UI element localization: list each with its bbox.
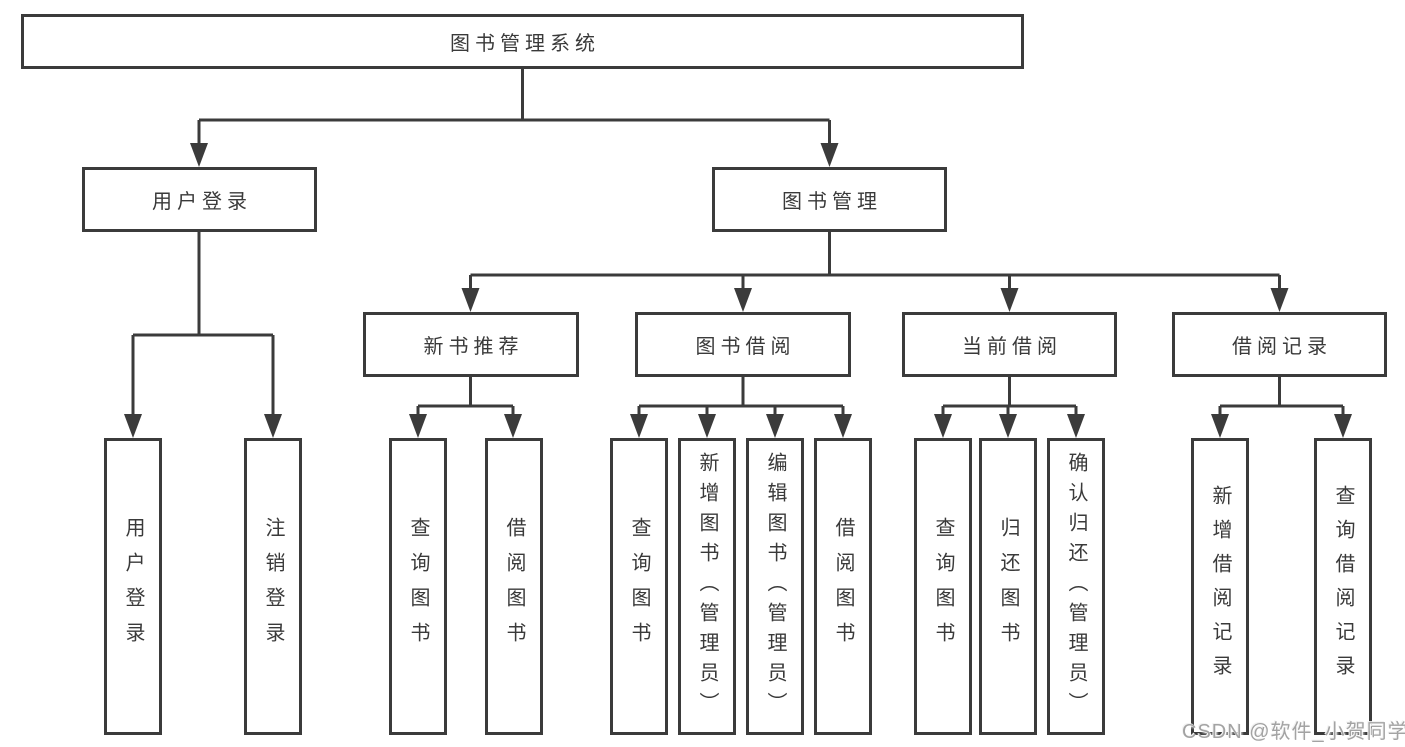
node-book-management-label: 图书管理 [782,191,882,213]
leaf-recommend-borrow-books: 借阅图书 [485,438,543,735]
node-root-label: 图书管理系统 [450,33,600,55]
leaf-current-query-books-label: 查询图书 [932,516,954,657]
leaf-logout-label: 注销登录 [262,516,284,657]
node-current-borrowing-label: 当前借阅 [962,336,1062,358]
node-new-book-recommend: 新书推荐 [363,312,579,377]
leaf-confirm-return-admin-label: 确认归还（管理员） [1065,451,1087,722]
leaf-confirm-return-admin: 确认归还（管理员） [1047,438,1105,735]
leaf-borrowing-borrow-books-label: 借阅图书 [832,516,854,657]
leaf-current-query-books: 查询图书 [914,438,972,735]
leaf-borrowing-query-books: 查询图书 [610,438,668,735]
leaf-edit-books-admin: 编辑图书（管理员） [746,438,804,735]
csdn-watermark: CSDN @软件_小贺同学 [1182,721,1405,743]
leaf-add-borrow-record-label: 新增借阅记录 [1209,484,1231,689]
leaf-return-books: 归还图书 [979,438,1037,735]
node-borrow-records: 借阅记录 [1172,312,1387,377]
node-borrow-records-label: 借阅记录 [1232,336,1332,358]
leaf-add-books-admin-label: 新增图书（管理员） [696,451,718,722]
leaf-user-login: 用户登录 [104,438,162,735]
leaf-recommend-query-books-label: 查询图书 [407,516,429,657]
leaf-edit-books-admin-label: 编辑图书（管理员） [764,451,786,722]
leaf-user-login-label: 用户登录 [122,516,144,657]
leaf-borrowing-borrow-books: 借阅图书 [814,438,872,735]
node-book-management: 图书管理 [712,167,947,232]
leaf-recommend-query-books: 查询图书 [389,438,447,735]
node-new-book-recommend-label: 新书推荐 [423,336,524,358]
node-book-borrowing-label: 图书借阅 [695,336,796,358]
leaf-recommend-borrow-books-label: 借阅图书 [503,516,525,657]
leaf-return-books-label: 归还图书 [997,516,1019,657]
node-current-borrowing: 当前借阅 [902,312,1117,377]
node-book-borrowing: 图书借阅 [635,312,851,377]
node-user-login: 用户登录 [82,167,317,232]
leaf-query-borrow-record-label: 查询借阅记录 [1332,484,1354,689]
leaf-add-books-admin: 新增图书（管理员） [678,438,736,735]
node-root-system: 图书管理系统 [21,14,1024,69]
leaf-logout: 注销登录 [244,438,302,735]
leaf-add-borrow-record: 新增借阅记录 [1191,438,1249,735]
leaf-borrowing-query-books-label: 查询图书 [628,516,650,657]
leaf-query-borrow-record: 查询借阅记录 [1314,438,1372,735]
node-user-login-label: 用户登录 [152,191,252,213]
